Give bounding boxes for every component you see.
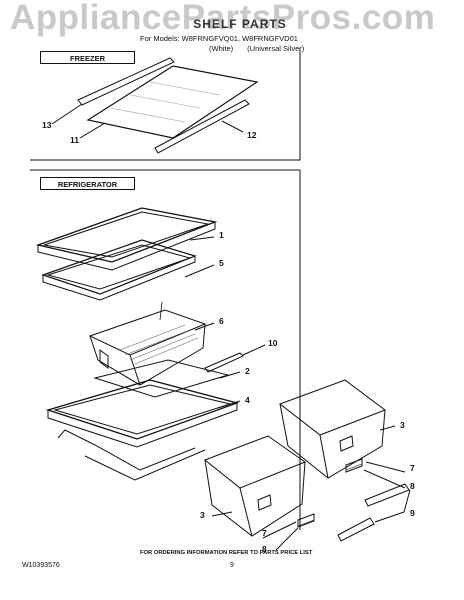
crisper-drawer-right-corner bbox=[319, 434, 329, 479]
crisper-drawer-left bbox=[204, 435, 307, 489]
model-variants: (White) (Universal Silver) bbox=[209, 44, 318, 53]
crisper-drawer-left-corner bbox=[239, 487, 253, 537]
crisper-drawer-right bbox=[278, 379, 387, 436]
callout-3-bottom: 3 bbox=[200, 510, 205, 520]
callout-8-left: 8 bbox=[262, 544, 267, 554]
freezer-left-trim bbox=[77, 57, 175, 106]
variant-silver: (Universal Silver) bbox=[247, 44, 305, 53]
callout-11: 11 bbox=[70, 135, 79, 145]
callout-9: 9 bbox=[410, 508, 415, 518]
slide-rod-upper bbox=[364, 483, 410, 507]
crisper-drawer-6-ribs bbox=[119, 324, 199, 365]
variant-white: (White) bbox=[209, 44, 234, 53]
page-number: 9 bbox=[230, 562, 234, 569]
crisper-drawer-6-corner bbox=[129, 354, 141, 386]
divider-bar bbox=[204, 352, 244, 373]
leader-2 bbox=[219, 371, 241, 379]
callout-4: 4 bbox=[245, 395, 250, 405]
freezer-glass-shelf bbox=[86, 65, 259, 139]
document-number: W10393576 bbox=[22, 562, 60, 569]
crisper-drawer-left-handle bbox=[257, 494, 272, 511]
callout-5: 5 bbox=[219, 258, 224, 268]
slide-bracket-right bbox=[345, 458, 363, 473]
crisper-cover-frame-rail bbox=[84, 449, 206, 481]
refrigerator-shelf-edge bbox=[37, 222, 216, 271]
ordering-note: FOR ORDERING INFORMATION REFER TO PARTS … bbox=[140, 550, 313, 556]
leader-13 bbox=[51, 103, 83, 125]
leader-10 bbox=[242, 344, 266, 356]
watermark: AppliancePartsPros.com bbox=[10, 0, 436, 37]
shelf-frame-5-edge bbox=[42, 256, 196, 301]
callout-8-right: 8 bbox=[410, 481, 415, 491]
slide-bracket-right-line bbox=[345, 463, 363, 471]
slide-bracket-left bbox=[297, 513, 315, 528]
leader-3-top bbox=[379, 425, 396, 431]
shelf-frame-5-inner bbox=[46, 244, 192, 290]
freezer-glass-reflection bbox=[109, 81, 221, 123]
slide-bracket-left-line bbox=[297, 519, 315, 527]
leader-6 bbox=[194, 322, 215, 331]
slide-rod-lower bbox=[337, 517, 375, 542]
leader-4 bbox=[217, 400, 241, 409]
refrigerator-section-label: REFRIGERATOR bbox=[40, 177, 135, 190]
leader-8-right bbox=[363, 469, 406, 489]
crisper-drawer-6-clip bbox=[159, 301, 163, 321]
crisper-drawer-6-handle bbox=[99, 349, 109, 369]
crisper-cover bbox=[88, 309, 207, 356]
callout-7-left: 7 bbox=[262, 528, 267, 538]
callout-3-top: 3 bbox=[400, 420, 405, 430]
page-title: SHELF PARTS bbox=[193, 17, 287, 31]
leader-5 bbox=[184, 264, 215, 278]
leader-7-left bbox=[262, 521, 297, 539]
model-numbers: For Models: W8FRNGFVQ01, W8FRNGFVD01 bbox=[140, 34, 298, 43]
crisper-drawer-6 bbox=[89, 323, 206, 386]
callout-10: 10 bbox=[268, 338, 278, 348]
leader-11 bbox=[79, 122, 106, 139]
leader-8-left bbox=[275, 527, 299, 551]
leader-1 bbox=[189, 236, 215, 241]
leader-7-right bbox=[365, 461, 406, 473]
callout-7-right: 7 bbox=[410, 463, 415, 473]
crisper-drawer-right-body bbox=[279, 403, 386, 479]
leader-3-bottom bbox=[211, 511, 233, 517]
crisper-cover-frame-edge bbox=[47, 403, 238, 448]
crisper-cover-frame-front bbox=[57, 429, 196, 471]
leader-9 bbox=[374, 489, 411, 523]
crisper-glass-insert bbox=[93, 359, 230, 398]
callout-2: 2 bbox=[245, 366, 250, 376]
crisper-cover-frame bbox=[45, 379, 240, 440]
callout-13: 13 bbox=[42, 120, 52, 130]
callout-6: 6 bbox=[219, 316, 224, 326]
crisper-drawer-right-handle bbox=[339, 435, 354, 452]
callout-12: 12 bbox=[247, 130, 257, 140]
freezer-section-label: FREEZER bbox=[40, 51, 135, 64]
callout-1: 1 bbox=[219, 230, 224, 240]
crisper-cover-frame-inner bbox=[53, 384, 232, 435]
freezer-section-frame bbox=[30, 48, 301, 161]
leader-12 bbox=[221, 120, 244, 133]
refrigerator-shelf-inner bbox=[43, 211, 210, 258]
freezer-right-trim bbox=[154, 99, 250, 154]
